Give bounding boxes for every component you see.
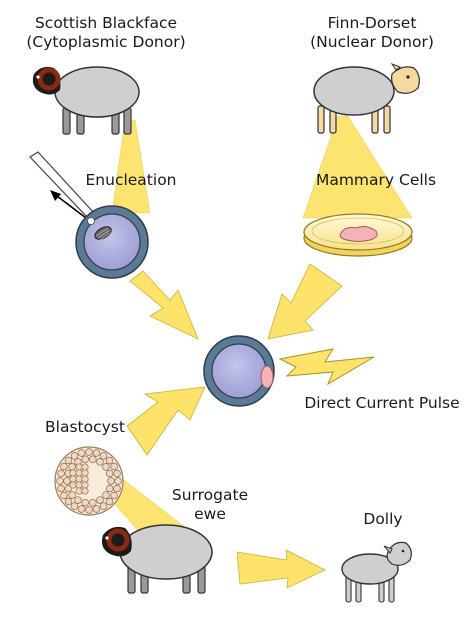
- blastocyst-cell: [89, 498, 97, 507]
- blastocyst-cell: [57, 469, 65, 478]
- blastocyst-cell: [68, 463, 76, 471]
- blastocyst-cell: [99, 502, 108, 510]
- arrow-surrogate-to-dolly: [236, 549, 326, 589]
- blastocyst-cell: [81, 469, 89, 477]
- beam-finn-to-dish: [302, 115, 413, 219]
- blastocyst-cells: [56, 448, 122, 514]
- blastocyst-cell: [113, 484, 121, 493]
- label-enucleation: Enucleation: [85, 171, 177, 189]
- blastocyst: [54, 446, 124, 516]
- blastocyst-cell: [110, 462, 118, 471]
- blastocyst-cell: [75, 469, 83, 477]
- blastocyst-cell: [63, 477, 71, 485]
- blastocyst-cell: [60, 491, 68, 500]
- blastocyst-cell: [85, 506, 93, 514]
- scottish-blackface-sheep: [32, 66, 140, 135]
- blastocyst-cell: [105, 469, 114, 478]
- label-nuclear-donor-name: Finn-Dorset: [327, 14, 417, 32]
- petri-dish-icon: [303, 213, 413, 257]
- blastocyst-cell: [81, 463, 89, 471]
- dolly-lamb: [341, 541, 412, 603]
- blastocyst-cell: [68, 491, 76, 499]
- egg-cell-enucleation: [75, 205, 149, 279]
- blastocyst-cell: [81, 481, 89, 489]
- blastocyst-cell: [102, 491, 110, 499]
- blastocyst-cell: [77, 505, 86, 513]
- blastocyst-cell: [75, 481, 83, 489]
- blastocyst-cell: [64, 497, 73, 506]
- blastocyst-cell: [114, 477, 122, 485]
- blastocyst-cell: [92, 449, 101, 457]
- label-nuclear-donor-role: (Nuclear Donor): [310, 33, 434, 51]
- arrow-fusion-to-blastocyst: [126, 386, 206, 456]
- blastocyst-cell: [81, 475, 89, 483]
- label-mammary-cells: Mammary Cells: [315, 171, 437, 189]
- blastocyst-cell: [107, 477, 115, 485]
- fused-cell: [203, 335, 275, 407]
- blastocyst-cell: [89, 455, 97, 464]
- blastocyst-cell: [56, 477, 64, 485]
- blastocyst-cell: [85, 448, 93, 456]
- surrogate-ewe-sheep: [101, 524, 213, 594]
- blastocyst-cell: [105, 497, 114, 506]
- blastocyst-cell: [102, 463, 110, 471]
- lightning-bolt-icon: [278, 348, 375, 386]
- label-cytoplasmic-donor-role: (Cytoplasmic Donor): [26, 33, 186, 51]
- blastocyst-cell: [105, 484, 114, 493]
- label-blastocyst: Blastocyst: [45, 418, 125, 436]
- blastocyst-cell: [70, 452, 79, 460]
- blastocyst-cell: [74, 496, 82, 504]
- label-cytoplasmic-donor-name: Scottish Blackface: [34, 14, 178, 32]
- blastocyst-cell: [96, 458, 104, 466]
- blastocyst-cell: [110, 491, 118, 500]
- blastocyst-cell: [77, 449, 86, 457]
- blastocyst-cell: [99, 452, 108, 460]
- blastocyst-cell: [69, 469, 77, 477]
- blastocyst-cell: [105, 456, 114, 465]
- finn-dorset-sheep: [313, 62, 420, 134]
- blastocyst-cell: [69, 475, 77, 483]
- blastocyst-cell: [113, 469, 121, 478]
- label-dolly: Dolly: [363, 510, 403, 528]
- beam-blackface-to-cell: [111, 119, 151, 214]
- arrow-enucleated-cell-to-fusion: [129, 270, 199, 340]
- label-direct-current-pulse: Direct Current Pulse: [304, 394, 460, 412]
- blastocyst-cell: [81, 498, 89, 507]
- blastocyst-cell: [96, 496, 104, 504]
- blastocyst-cell: [70, 502, 79, 510]
- label-ewe: ewe: [194, 505, 226, 523]
- arrow-mammary-cells-to-fusion: [267, 263, 343, 340]
- blastocyst-cell: [60, 462, 68, 471]
- blastocyst-cell: [92, 505, 101, 513]
- blastocyst-cell: [57, 484, 65, 493]
- blastocyst-cell: [81, 455, 89, 464]
- blastocyst-cell: [75, 463, 83, 471]
- label-surrogate: Surrogate: [171, 486, 249, 504]
- blastocyst-cell: [75, 487, 83, 495]
- blastocyst-cell: [64, 456, 73, 465]
- blastocyst-cell: [75, 475, 83, 483]
- blastocyst-cell: [81, 487, 89, 495]
- blastocyst-cell: [69, 481, 77, 489]
